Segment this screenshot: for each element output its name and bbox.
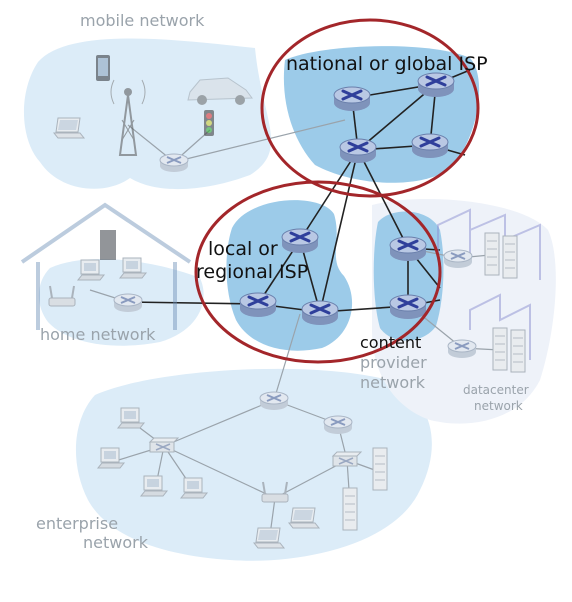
- national-isp-label: national or global ISP: [286, 53, 488, 75]
- enterprise-router-icon: [259, 391, 289, 411]
- local-isp-highlight-ring: [194, 180, 442, 364]
- content-provider-router-icon: [388, 235, 428, 263]
- national-isp-router-2-icon: [416, 71, 456, 99]
- local-isp-label-line2: regional ISP: [196, 261, 309, 283]
- phone-icon: [96, 55, 110, 81]
- home-network-label: home network: [40, 325, 156, 344]
- cell-tower-icon: [110, 79, 146, 156]
- datacenter-server-4-icon: [510, 329, 526, 373]
- datacenter-server-3-icon: [492, 327, 508, 371]
- datacenter-server-2-icon: [502, 235, 518, 279]
- datacenter-label-line1: datacenter: [463, 383, 529, 397]
- national-isp-router-icon: [332, 85, 372, 113]
- local-isp-label-line1: local or: [208, 238, 278, 260]
- traffic-light-icon: [204, 110, 214, 136]
- local-isp-router-2-icon: [238, 291, 278, 319]
- datacenter-label-line2: network: [474, 399, 523, 413]
- house-outline-icon: [20, 202, 192, 330]
- national-isp-router-4-icon: [410, 132, 450, 160]
- content-provider-label-line2: provider: [360, 353, 427, 372]
- enterprise-router-2-icon: [323, 415, 353, 435]
- content-provider-label-line3: network: [360, 373, 425, 392]
- local-isp-router-icon: [280, 227, 320, 255]
- enterprise-label-line2: network: [83, 533, 148, 552]
- fridge-icon: [100, 230, 116, 260]
- mobile-router-icon: [159, 153, 189, 173]
- content-provider-label-line1: content: [360, 333, 422, 352]
- enterprise-server-icon: [372, 447, 388, 491]
- content-provider-router-2-icon: [388, 293, 428, 321]
- mobile-network-cloud: [23, 38, 272, 190]
- enterprise-switch-2-icon: [332, 451, 362, 467]
- datacenter-router-2-icon: [447, 339, 477, 359]
- national-isp-highlight-ring: [260, 18, 480, 198]
- datacenter-router-icon: [443, 249, 473, 269]
- enterprise-label-line1: enterprise: [36, 514, 119, 533]
- home-router-icon: [113, 293, 143, 313]
- datacenter-server-icon: [484, 232, 500, 276]
- car-icon: [187, 77, 253, 105]
- mobile-network-label: mobile network: [80, 11, 205, 30]
- enterprise-switch-icon: [149, 437, 179, 453]
- local-isp-router-3-icon: [300, 299, 340, 327]
- national-isp-router-3-icon: [338, 137, 378, 165]
- enterprise-server-2-icon: [342, 487, 358, 531]
